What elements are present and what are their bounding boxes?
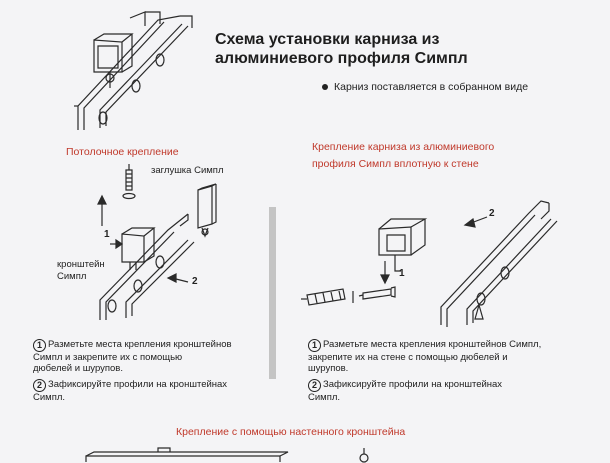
plug-label: заглушка Симпл	[151, 165, 224, 176]
wall-mount-illustration	[301, 200, 558, 327]
ceiling-step-1-line-2: Симпл и закрепите их с помощью	[33, 352, 183, 363]
bracket-label: кронштейн Симпл	[57, 259, 105, 283]
wall-step-1-marker: 1	[399, 268, 405, 279]
ceiling-mount-heading: Потолочное крепление	[66, 146, 179, 158]
title-line-2: алюминиевого профиля Симпл	[215, 50, 468, 67]
plug-cap-icon	[197, 185, 213, 229]
step-number-badge: 1	[308, 339, 321, 352]
wall-step-1-line-2: закрепите их на стене с помощью дюбелей …	[308, 352, 508, 363]
wall-step-1-line-3: шурупов.	[308, 363, 349, 374]
ceiling-step-2-line-2: Симпл.	[33, 392, 66, 403]
wall-mount-heading-line-2: профиля Симпл вплотную к стене	[312, 158, 479, 170]
ceiling-step-1-marker: 1	[104, 229, 110, 240]
screw-icon	[362, 288, 392, 300]
wall-step-1-line-1: Разметьте места крепления кронштейнов Си…	[323, 339, 542, 350]
ceiling-step-2-line-1: Зафиксируйте профили на кронштейнах	[48, 379, 228, 390]
dowel-icon	[306, 288, 346, 306]
ceiling-step-2-marker: 2	[192, 276, 198, 287]
step-number-badge: 2	[308, 379, 321, 392]
bracket-label-line-1: кронштейн	[57, 259, 105, 270]
wall-mount-heading-line-1: Крепление карниза из алюминиевого	[312, 141, 495, 153]
step-number-badge: 1	[33, 339, 46, 352]
section-divider	[269, 207, 276, 379]
page-title: Схема установки карниза из алюминиевого …	[215, 30, 468, 68]
wall-bracket-mount-heading: Крепление с помощью настенного кронштейн…	[176, 426, 406, 438]
wall-step-2-line-2: Симпл.	[308, 392, 341, 403]
assembled-profile-illustration	[74, 11, 193, 130]
ceiling-step-1-line-3: дюбелей и шурупов.	[33, 363, 123, 374]
assembly-note-text: Карниз поставляется в собранном виде	[334, 81, 529, 93]
title-line-1: Схема установки карниза из	[215, 31, 440, 48]
ceiling-step-1-line-1: Разметьте места крепления кронштейнов	[48, 339, 232, 350]
bracket-label-line-2: Симпл	[57, 271, 87, 282]
bottom-illustration-partial	[85, 447, 369, 463]
bullet-icon	[322, 84, 328, 90]
wall-step-2-marker: 2	[489, 208, 495, 219]
assembly-note: Карниз поставляется в собранном виде	[322, 81, 528, 93]
dowel-icon	[125, 169, 133, 191]
step-number-badge: 2	[33, 379, 46, 392]
ceiling-mount-illustration	[97, 164, 217, 320]
wall-step-2-line-1: Зафиксируйте профили на кронштейнах	[323, 379, 503, 390]
wall-mount-heading: Крепление карниза из алюминиевого профил…	[312, 139, 494, 173]
